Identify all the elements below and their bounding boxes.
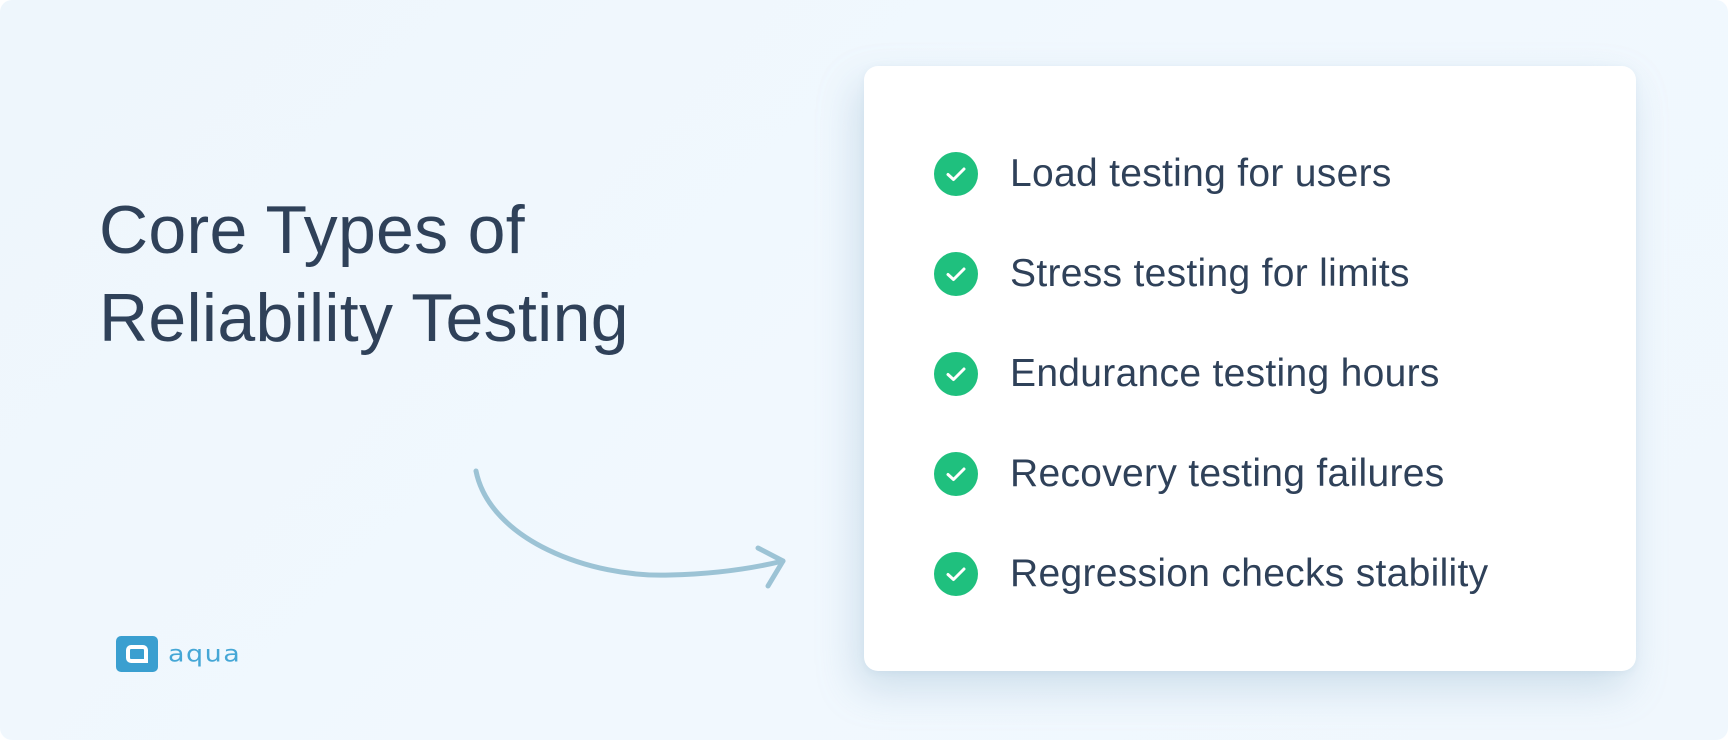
- checklist: Load testing for users Stress testing fo…: [934, 152, 1488, 652]
- page-title: Core Types of Reliability Testing: [99, 186, 629, 362]
- brand-logo: aqua: [116, 636, 241, 672]
- list-item: Stress testing for limits: [934, 252, 1488, 296]
- list-item-label: Regression checks stability: [1010, 552, 1489, 595]
- list-item-label: Endurance testing hours: [1010, 352, 1440, 395]
- check-circle-icon: [934, 452, 978, 496]
- list-item-label: Load testing for users: [1010, 152, 1392, 195]
- list-item: Regression checks stability: [934, 552, 1488, 596]
- title-line-2: Reliability Testing: [99, 280, 629, 356]
- check-circle-icon: [934, 152, 978, 196]
- logo-wordmark: aqua: [168, 640, 242, 668]
- aqua-logo-icon: [116, 636, 158, 672]
- list-item-label: Recovery testing failures: [1010, 452, 1445, 495]
- checklist-card: Load testing for users Stress testing fo…: [864, 66, 1636, 671]
- list-item: Endurance testing hours: [934, 352, 1488, 396]
- list-item: Load testing for users: [934, 152, 1488, 196]
- check-circle-icon: [934, 352, 978, 396]
- list-item: Recovery testing failures: [934, 452, 1488, 496]
- check-circle-icon: [934, 252, 978, 296]
- list-item-label: Stress testing for limits: [1010, 252, 1410, 295]
- check-circle-icon: [934, 552, 978, 596]
- title-line-1: Core Types of: [99, 192, 525, 268]
